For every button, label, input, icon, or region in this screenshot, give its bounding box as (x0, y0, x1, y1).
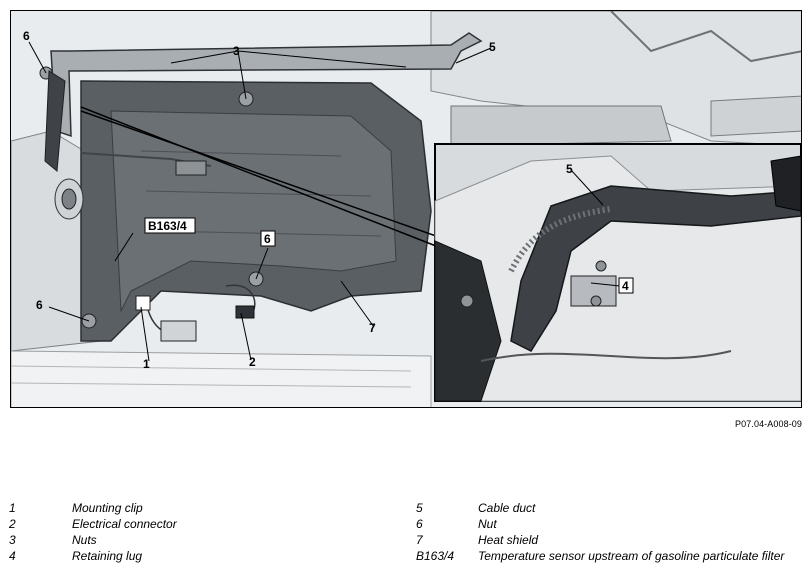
legend-key: 5 (416, 501, 423, 515)
svg-text:B163/4: B163/4 (148, 219, 187, 233)
legend-left-column: 1 Mounting clip 2 Electrical connector 3… (9, 500, 389, 564)
cable-duct-shape (50, 32, 483, 138)
legend-value: Cable duct (478, 501, 536, 515)
legend-item: 5 Cable duct (416, 500, 806, 516)
legend-right-column: 5 Cable duct 6 Nut 7 Heat shield B163/4 … (416, 500, 806, 580)
legend-item: 7 Heat shield (416, 532, 806, 548)
callout-7: 7 (369, 321, 376, 335)
legend-key: 4 (9, 549, 16, 563)
legend-value: Heat shield (478, 533, 539, 547)
legend-key: 3 (9, 533, 16, 547)
detail-inset (434, 143, 801, 402)
legend-value: Mounting clip (72, 501, 143, 515)
callout-2: 2 (249, 355, 256, 369)
legend-key: 2 (9, 517, 16, 531)
legend-value: Nut (478, 517, 497, 531)
svg-text:5: 5 (566, 162, 573, 176)
legend-key: 6 (416, 517, 423, 531)
legend-value: Retaining lug (72, 549, 143, 563)
svg-text:5: 5 (489, 40, 496, 54)
legend-item: 6 Nut (416, 516, 806, 532)
legend-item: 1 Mounting clip (9, 500, 389, 516)
svg-text:6: 6 (23, 29, 30, 43)
legend-item: 3 Nuts (9, 532, 389, 548)
callout-b163-4: B163/4 (144, 217, 196, 234)
callout-5-inset: 5 (566, 162, 573, 176)
engine-bay-illustration: 3 5 6 B163/4 6 6 1 2 7 5 (10, 10, 802, 408)
legend-item: B163/4 Temperature sensor upstream of ga… (416, 548, 806, 580)
svg-text:2: 2 (249, 355, 256, 369)
svg-text:3: 3 (233, 44, 240, 58)
svg-text:6: 6 (264, 232, 271, 246)
legend-item: 2 Electrical connector (9, 516, 389, 532)
svg-text:4: 4 (622, 279, 629, 293)
legend-key: 7 (416, 533, 423, 547)
callout-6-mid: 6 (260, 230, 276, 247)
callout-5: 5 (489, 40, 496, 54)
callout-6-top: 6 (23, 29, 30, 43)
legend-key: 1 (9, 501, 16, 515)
svg-text:6: 6 (36, 298, 43, 312)
legend-item: 4 Retaining lug (9, 548, 389, 564)
callout-3: 3 (233, 44, 240, 58)
callout-4: 4 (618, 277, 634, 294)
callout-6-left: 6 (36, 298, 43, 312)
svg-text:7: 7 (369, 321, 376, 335)
leader-lines (28, 41, 492, 362)
legend-value: Nuts (72, 533, 97, 547)
figure-reference-code: P07.04-A008-09 (735, 419, 802, 429)
legend-value: Electrical connector (72, 517, 177, 531)
svg-text:1: 1 (143, 357, 150, 371)
legend-key: B163/4 (416, 549, 455, 563)
illustration-canvas: 3 5 6 B163/4 6 6 1 2 7 5 (11, 11, 801, 407)
inset-cable-duct-shape (510, 185, 801, 352)
legend-value: Temperature sensor upstream of gasoline … (478, 549, 785, 563)
callout-1: 1 (143, 357, 150, 371)
